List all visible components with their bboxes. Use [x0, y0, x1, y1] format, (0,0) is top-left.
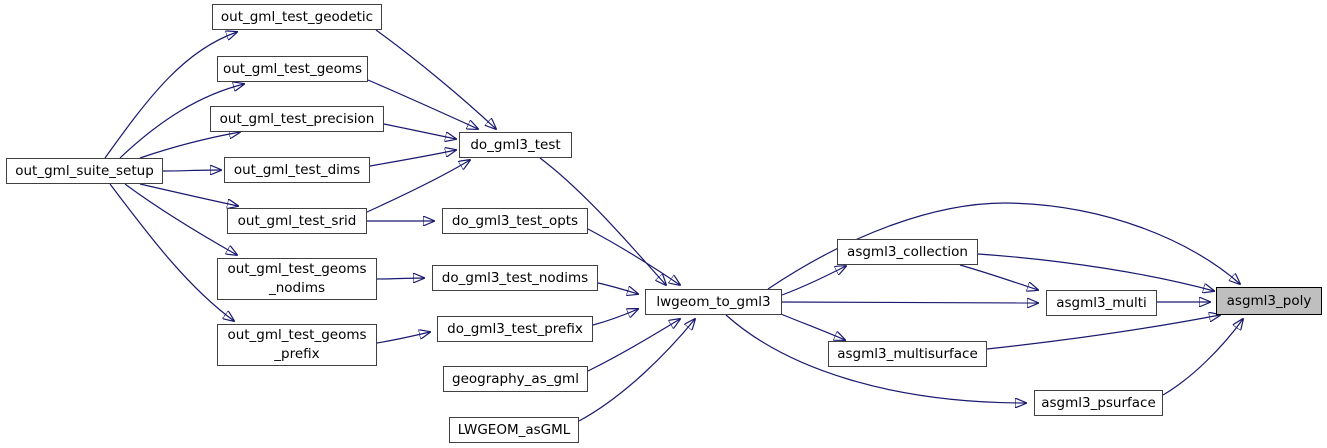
edge-lwgeom_to_gml3-asgml3_collection — [781, 266, 846, 296]
edge-asgml3_psurface-asgml3_poly — [1162, 319, 1243, 396]
node-do-gml3-test-nodims[interactable]: do_gml3_test_nodims — [432, 265, 598, 291]
edge-out_gml_test_geoms_prefix-do_gml3_test_prefix — [376, 332, 430, 344]
edge-asgml3_multisurface-asgml3_poly — [986, 315, 1220, 350]
node-out-gml-test-geoms-nodims[interactable]: out_gml_test_geoms _nodims — [217, 258, 377, 300]
edge-lwgeom_to_gml3-asgml3_multisurface — [775, 311, 845, 340]
node-do-gml3-test-opts[interactable]: do_gml3_test_opts — [442, 208, 588, 234]
edge-out_gml_suite_setup-out_gml_test_geoms — [119, 84, 244, 159]
node-lwgeom-to-gml3[interactable]: lwgeom_to_gml3 — [645, 289, 782, 315]
node-asgml3-collection[interactable]: asgml3_collection — [837, 239, 978, 265]
node-asgml3-multisurface[interactable]: asgml3_multisurface — [828, 341, 987, 367]
node-asgml3-multi[interactable]: asgml3_multi — [1046, 290, 1157, 316]
edge-lwgeom_to_gml3-asgml3_psurface — [725, 314, 1026, 403]
node-do-gml3-test-prefix[interactable]: do_gml3_test_prefix — [437, 316, 593, 342]
edge-out_gml_test_geoms_nodims-do_gml3_test_nodims — [376, 278, 424, 279]
node-out-gml-test-dims[interactable]: out_gml_test_dims — [224, 157, 370, 183]
node-out-gml-test-precision[interactable]: out_gml_test_precision — [210, 106, 384, 132]
edge-asgml3_collection-asgml3_multi — [959, 264, 1038, 290]
edge-out_gml_suite_setup-out_gml_test_geoms_prefix — [109, 183, 234, 321]
node-lwgeom-asgml[interactable]: LWGEOM_asGML — [449, 417, 579, 443]
edge-out_gml_suite_setup-out_gml_test_dims — [162, 170, 221, 171]
edge-lwgeom_to_gml3-asgml3_multi — [781, 302, 1038, 303]
edge-out_gml_test_geodetic-do_gml3_test — [375, 29, 496, 129]
edge-out_gml_suite_setup-out_gml_test_srid — [139, 183, 238, 206]
node-geography-as-gml[interactable]: geography_as_gml — [443, 366, 588, 392]
edge-do_gml3_test_nodims-lwgeom_to_gml3 — [597, 282, 638, 294]
edge-out_gml_suite_setup-out_gml_test_precision — [139, 132, 240, 159]
edge-do_gml3_test-lwgeom_to_gml3 — [539, 157, 666, 285]
edge-geography_as_gml-lwgeom_to_gml3 — [587, 319, 680, 372]
node-out-gml-suite-setup[interactable]: out_gml_suite_setup — [6, 158, 163, 184]
edge-out_gml_suite_setup-out_gml_test_geoms_nodims — [124, 183, 237, 255]
node-out-gml-test-geoms[interactable]: out_gml_test_geoms — [217, 56, 368, 82]
node-out-gml-test-srid[interactable]: out_gml_test_srid — [227, 208, 367, 234]
node-asgml3-poly[interactable]: asgml3_poly — [1216, 287, 1322, 315]
edge-out_gml_test_srid-do_gml3_test — [366, 160, 470, 213]
edge-LWGEOM_asGML-lwgeom_to_gml3 — [578, 319, 695, 422]
node-out-gml-test-geodetic[interactable]: out_gml_test_geodetic — [212, 4, 382, 30]
node-asgml3-psurface[interactable]: asgml3_psurface — [1034, 390, 1163, 416]
node-out-gml-test-geoms-prefix[interactable]: out_gml_test_geoms _prefix — [217, 324, 377, 366]
edge-do_gml3_test_prefix-lwgeom_to_gml3 — [592, 309, 638, 326]
edge-do_gml3_test_opts-lwgeom_to_gml3 — [587, 228, 680, 285]
edge-out_gml_test_dims-do_gml3_test — [369, 150, 456, 167]
node-do-gml3-test[interactable]: do_gml3_test — [459, 132, 572, 158]
edge-out_gml_test_geoms-do_gml3_test — [367, 79, 478, 129]
edge-out_gml_test_precision-do_gml3_test — [383, 123, 456, 139]
edge-asgml3_collection-asgml3_poly — [977, 253, 1214, 291]
edge-out_gml_suite_setup-out_gml_test_geodetic — [104, 32, 237, 159]
